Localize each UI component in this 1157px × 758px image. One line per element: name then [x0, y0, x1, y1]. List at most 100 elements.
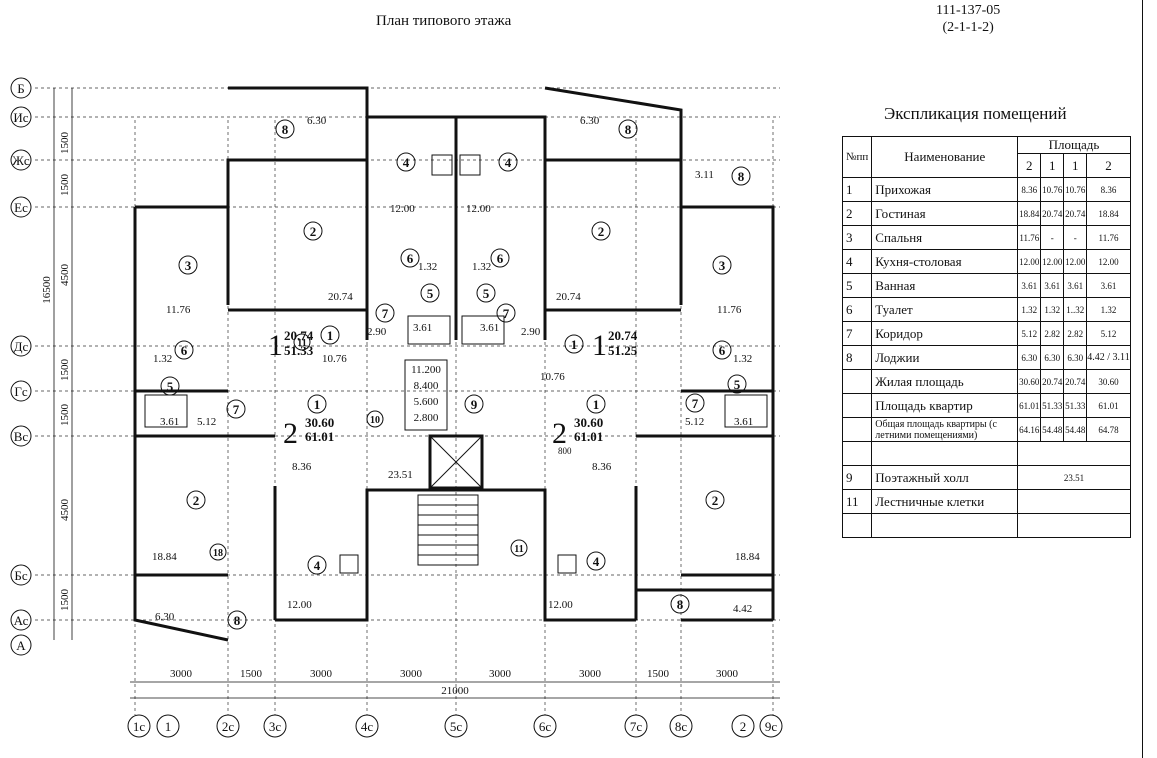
room-number-circle: [476, 283, 496, 303]
row-value: 12.00: [1017, 249, 1042, 274]
row-name: Ванная: [871, 273, 1019, 298]
room-number-circle: [160, 376, 180, 396]
row-value: 20.74: [1063, 369, 1088, 394]
apt-type-label: 1: [268, 329, 283, 362]
row-value: 1..32: [1063, 297, 1088, 322]
row-value: 20.74: [1040, 201, 1065, 226]
axis-label: Бс: [14, 568, 27, 583]
explication-table: №пп Наименование Площадь 2 1 1 2 1 Прихо…: [841, 136, 1131, 538]
summary-row: Жилая площадь 30.60 20.74 20.74 30.60: [841, 369, 1131, 394]
height-mark: 2.800: [414, 412, 439, 424]
room-number: 3: [719, 258, 726, 273]
row-num: 11: [841, 489, 873, 514]
area-label: 20.74: [328, 291, 353, 303]
area-label: 20.74: [556, 291, 581, 303]
table-row: 3 Спальня 11.76 - - 11.76: [841, 225, 1131, 250]
row-value: 23.51: [1017, 465, 1131, 490]
row-name: Жилая площадь: [871, 369, 1019, 394]
row-value: 8.36: [1086, 177, 1131, 202]
room-number: 2: [712, 493, 719, 508]
axis-grid: [35, 87, 780, 715]
room-number: 4: [593, 554, 600, 569]
table-row: 8 Лоджии 6.30 6.30 6.30 4.42 / 3.11: [841, 345, 1131, 370]
dim-label: 1500: [59, 132, 71, 155]
doc-code-line-1: 111-137-05: [936, 3, 1001, 18]
room-number: 7: [692, 396, 699, 411]
dim-label: 3000: [310, 668, 333, 680]
room-number-circle: [226, 399, 246, 419]
room-number: 6: [181, 343, 188, 358]
row-value: 4.42 / 3.11: [1086, 345, 1131, 370]
room-number: 2: [193, 493, 200, 508]
height-mark: 5.600: [414, 396, 439, 408]
dim-label: 1500: [59, 404, 71, 427]
row-num: 7: [841, 321, 873, 346]
row-value: 5.12: [1017, 321, 1042, 346]
room-number-circle: [174, 340, 194, 360]
area-label: 23.51: [388, 469, 413, 481]
axis-label: Жс: [12, 153, 30, 168]
room-number-circle: [400, 248, 420, 268]
dim-label: 3000: [716, 668, 739, 680]
summary-row: Общая площадь квартиры (с летними помеще…: [841, 417, 1131, 442]
row-name: Прихожая: [871, 177, 1019, 202]
row-value: 3.61: [1017, 273, 1042, 298]
room-number-circle: [303, 221, 323, 241]
row-num: 2: [841, 201, 873, 226]
axis-label: Гс: [14, 384, 28, 399]
row-value: 6.30: [1017, 345, 1042, 370]
sheet-border: [1142, 0, 1143, 758]
area-label: 1.32: [418, 261, 437, 273]
apt-type: 1: [1040, 153, 1065, 178]
floor-plan: Б Ис Жс Ес Дс Гс Вс Бс Ас А 1с 1 2с 3с 4…: [10, 77, 783, 738]
row-value: 8.36: [1017, 177, 1042, 202]
room-number: 7: [233, 402, 240, 417]
door-width: 800: [558, 446, 572, 456]
axis-label: 9с: [765, 719, 778, 734]
dim-label: 1500: [59, 589, 71, 612]
table-row: 2 Гостиная 18.84 20.74 20.74 18.84: [841, 201, 1131, 226]
room-number: 5: [427, 286, 434, 301]
axis-label: Ес: [14, 200, 28, 215]
room-number: 7: [503, 306, 510, 321]
area-label: 6.30: [580, 115, 600, 127]
area-label: 12.00: [287, 599, 312, 611]
axis-label: 7с: [630, 719, 643, 734]
row-value: -: [1063, 225, 1088, 250]
area-label: 8.36: [292, 461, 312, 473]
area-label: 11.76: [166, 304, 191, 316]
room-number-circle: [496, 303, 516, 323]
dim-label: 3000: [579, 668, 602, 680]
row-value: 54.48: [1063, 417, 1088, 442]
apt-type-label: 2: [552, 417, 567, 450]
apt-type-label: 2: [283, 417, 298, 450]
dim-label: 3000: [489, 668, 512, 680]
room-number-circle: [420, 283, 440, 303]
row-value: 2.82: [1040, 321, 1065, 346]
dim-label: 1500: [647, 668, 670, 680]
col-name-header: Наименование: [871, 136, 1019, 178]
row-value: 61.01: [1086, 393, 1131, 418]
area-label: 3.61: [160, 416, 179, 428]
left-dimensions: 1500 1500 4500 16500 1500 1500 4500 1500: [41, 88, 73, 640]
room-number: 9: [471, 397, 478, 412]
row-value: 64.16: [1017, 417, 1042, 442]
table-row: 6 Туалет 1.32 1.32 1..32 1.32: [841, 297, 1131, 322]
apt-total-area: 61.01: [574, 429, 603, 444]
height-mark: 8.400: [414, 380, 439, 392]
area-label: 8.36: [592, 461, 612, 473]
apt-total-area: 51.33: [284, 343, 314, 358]
room-number-circle: [586, 551, 606, 571]
row-value: 61.01: [1017, 393, 1042, 418]
area-label: 1.32: [153, 353, 172, 365]
apt-living-area: 30.60: [574, 415, 603, 430]
room-number: 8: [738, 169, 745, 184]
area-label: 5.12: [197, 416, 216, 428]
row-num: 8: [841, 345, 873, 370]
dim-label: 1500: [59, 359, 71, 382]
apartment-labels: 1 20.74 51.33 1 20.74 51.25 2 30.60 61.0…: [268, 328, 638, 450]
area-label: 2.90: [521, 326, 541, 338]
room-number: 6: [719, 343, 726, 358]
axis-label: 2: [740, 719, 747, 734]
dim-label: 4500: [59, 264, 71, 287]
